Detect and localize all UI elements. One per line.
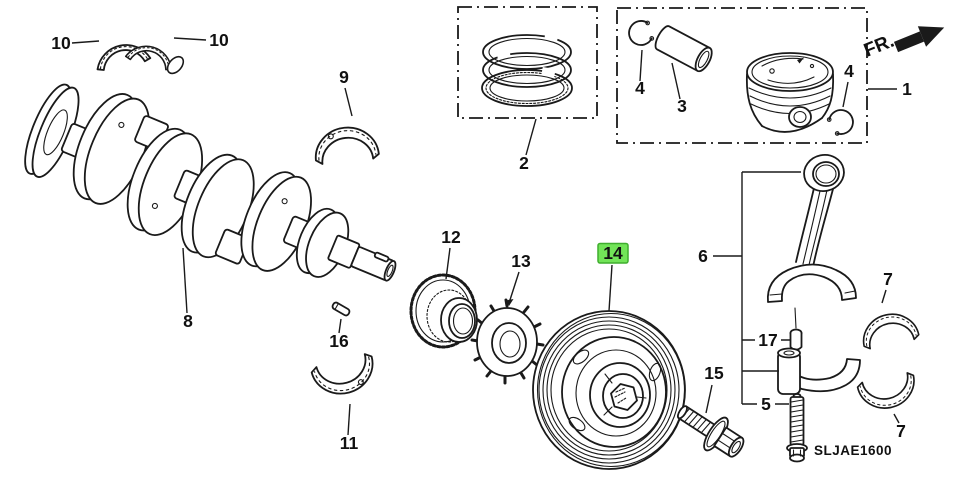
part-label-10-right[interactable]: 10	[209, 30, 229, 50]
part-label-12[interactable]: 12	[441, 227, 461, 247]
piston-ring-set-drawing	[481, 30, 573, 107]
part-label-17[interactable]: 17	[758, 330, 777, 350]
part-label-7-upper[interactable]: 7	[883, 269, 893, 289]
main-bearing-lower-drawing	[311, 353, 379, 401]
fr-arrow-icon	[893, 26, 945, 53]
part-label-1[interactable]: 1	[902, 79, 912, 99]
main-bearing-upper-drawing	[313, 124, 379, 164]
part-label-9[interactable]: 9	[339, 67, 349, 87]
part-label-15[interactable]: 15	[704, 363, 724, 383]
part-label-10-left[interactable]: 10	[51, 33, 71, 53]
part-label-14[interactable]: 14	[603, 243, 623, 263]
rod-bearing-lower-drawing	[856, 370, 920, 415]
timing-belt-drive-pulley-drawing	[409, 273, 478, 349]
ring-set-box	[457, 6, 598, 119]
leader-lines	[71, 37, 900, 436]
highlight-box	[597, 242, 629, 264]
diagram-code: SLJAE1600	[814, 443, 892, 458]
part-label-4-right[interactable]: 4	[844, 61, 854, 81]
part-label-16[interactable]: 16	[329, 331, 349, 351]
part-label-5[interactable]: 5	[761, 394, 771, 414]
fr-label: FR.	[861, 31, 897, 62]
piston-pin-clip-right-drawing	[824, 104, 859, 139]
thrust-washer-right-drawing	[124, 39, 185, 75]
part-label-3[interactable]: 3	[677, 96, 687, 116]
crankshaft-pulley-bolt-drawing	[676, 405, 745, 458]
part-label-4-left[interactable]: 4	[635, 78, 645, 98]
connecting-rod-bolt-drawing	[786, 393, 808, 463]
timing-pulley-plate-drawing	[470, 298, 545, 385]
part-label-7-lower[interactable]: 7	[896, 421, 906, 441]
piston-drawing	[745, 52, 835, 138]
part-label-2[interactable]: 2	[519, 153, 529, 173]
crankshaft-pulley-drawing	[532, 310, 686, 470]
part-label-8[interactable]: 8	[183, 311, 193, 331]
rod-cap-drawing	[777, 347, 861, 395]
part-label-6[interactable]: 6	[698, 246, 708, 266]
part-label-11[interactable]: 11	[340, 433, 359, 453]
connecting-rod-drawing	[766, 154, 857, 303]
part-label-13[interactable]: 13	[511, 251, 531, 271]
piston-pin-drawing	[654, 25, 713, 73]
piston-pin-clip-left-drawing	[625, 17, 656, 49]
rod-bearing-upper-drawing	[857, 308, 921, 351]
piston-kit-box	[616, 7, 868, 144]
crankshaft-drawing	[24, 83, 397, 282]
front-direction-indicator: FR.	[861, 26, 945, 62]
part-label-14-highlighted[interactable]: 14	[597, 242, 629, 264]
woodruff-key-drawing	[331, 301, 351, 317]
thrust-washer-left-drawing	[92, 39, 152, 73]
